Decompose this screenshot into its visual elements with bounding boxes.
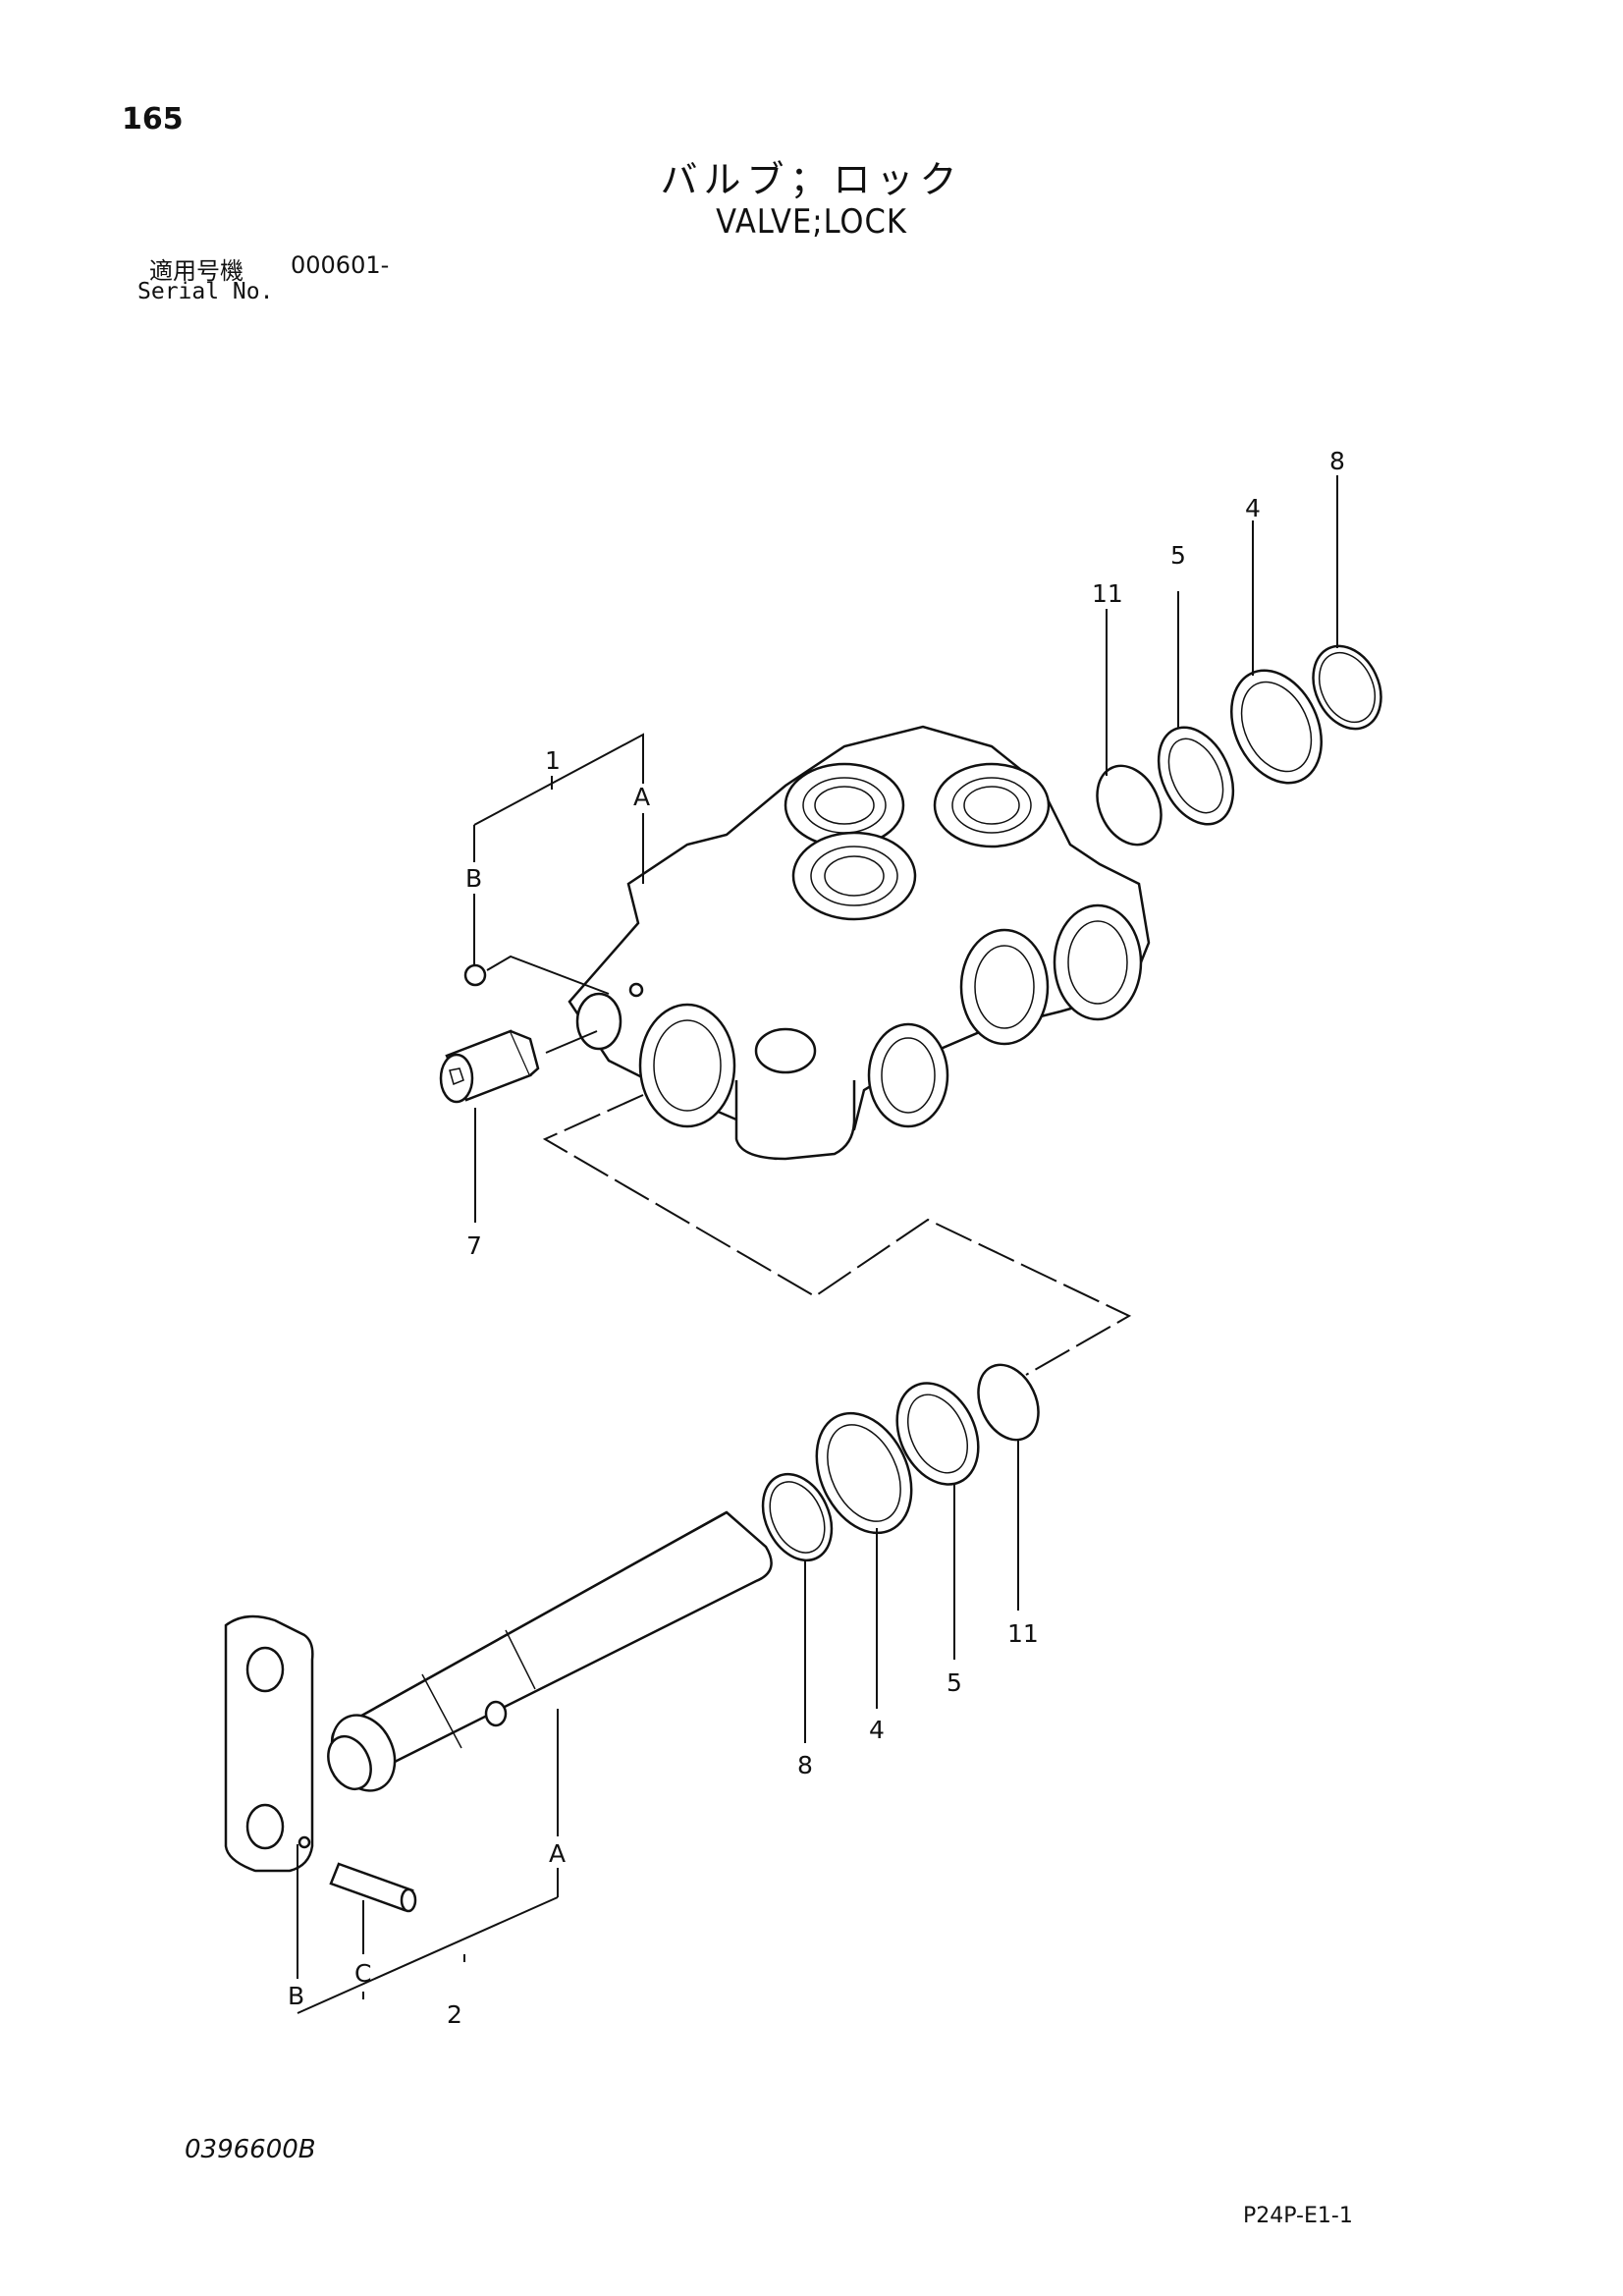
steel-ball xyxy=(463,963,487,987)
callout-part-5-upper: 5 xyxy=(1170,541,1186,570)
callout-part-4-upper: 4 xyxy=(1245,494,1261,522)
lock-shaft-assembly xyxy=(224,1510,773,1913)
callout-c: C xyxy=(354,1959,371,1988)
o-ring-part-11-lower xyxy=(977,1363,1040,1442)
drawing-code: 0396600B xyxy=(185,2135,316,2164)
page-title-japanese: バルブ；ロック xyxy=(660,158,963,201)
callout-part-8-upper: 8 xyxy=(1329,447,1345,475)
valve-top-ports xyxy=(784,762,1051,921)
callout-part-5-lower: 5 xyxy=(947,1668,962,1697)
callout-part-11-lower: 11 xyxy=(1007,1619,1039,1648)
valve-side-ports xyxy=(575,903,1143,1128)
assembly-path xyxy=(542,1094,1132,1376)
callout-part-11-upper: 11 xyxy=(1092,579,1123,608)
lever-plate xyxy=(224,1614,314,1873)
washer-part-4-lower xyxy=(815,1411,913,1535)
callout-part-2: 2 xyxy=(447,2000,462,2029)
o-ring-part-11 xyxy=(1096,764,1163,847)
backup-ring-part-5-lower xyxy=(895,1382,980,1486)
callout-part-8-lower: 8 xyxy=(797,1751,813,1779)
serial-label-japanese: 適用号機 xyxy=(149,257,243,285)
upper-leader-lines xyxy=(473,475,1338,1223)
snap-ring-part-8-lower xyxy=(761,1472,834,1562)
valve-body-assembly xyxy=(439,644,1382,1161)
callout-b-upper: B xyxy=(465,864,482,893)
page-code: P24P-E1-1 xyxy=(1243,2204,1353,2228)
callout-part-4-lower: 4 xyxy=(869,1716,885,1744)
callout-a-upper: A xyxy=(633,783,650,811)
backup-ring-part-5 xyxy=(1157,726,1235,826)
upper-seal-stack xyxy=(1096,644,1382,847)
page-title-english: VALVE;LOCK xyxy=(716,202,907,242)
lower-seal-stack xyxy=(761,1363,1040,1562)
callout-b-lower: B xyxy=(288,1982,304,2010)
callout-part-1: 1 xyxy=(545,746,561,775)
serial-number-value: 000601- xyxy=(291,251,390,279)
page-number: 165 xyxy=(122,102,184,137)
lock-shaft xyxy=(337,1510,773,1775)
valve-body-lower-boss xyxy=(734,1080,856,1161)
pin xyxy=(329,1862,414,1912)
callout-part-7: 7 xyxy=(466,1231,482,1260)
washer-part-4 xyxy=(1230,669,1323,785)
callout-a-lower: A xyxy=(549,1839,566,1868)
serial-label-english: Serial No. xyxy=(137,279,274,304)
lower-leader-lines xyxy=(297,1440,1019,2014)
plug-part-7 xyxy=(439,1029,598,1104)
